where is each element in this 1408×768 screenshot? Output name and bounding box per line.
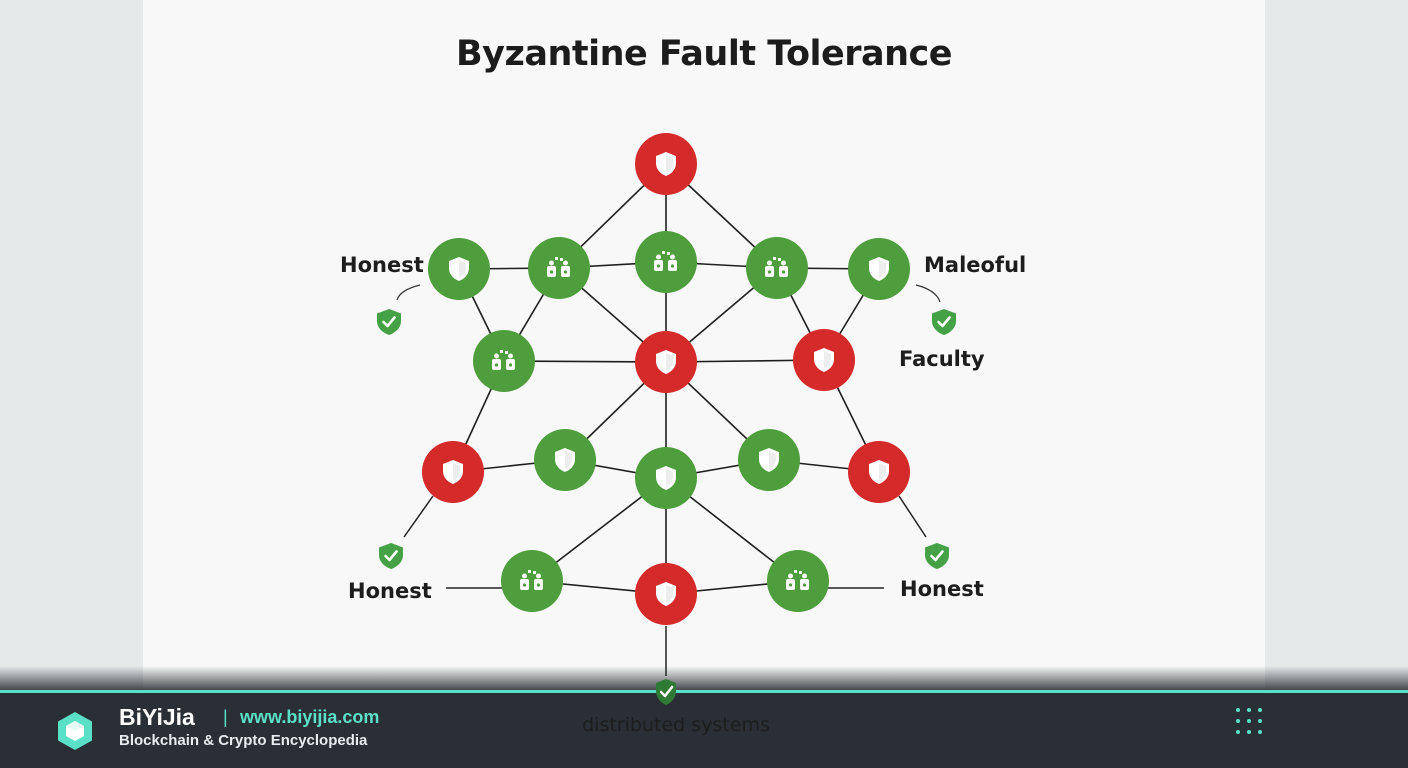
nodes-icon xyxy=(654,251,677,271)
connector-honest-bottom-right xyxy=(898,495,927,538)
footer-bar xyxy=(0,690,1408,768)
label-honest-top-left: Honest xyxy=(340,253,424,277)
node-r3b xyxy=(534,429,596,491)
connector-honest-bottom-left xyxy=(403,495,434,538)
node-r2a xyxy=(473,330,535,392)
node-r1d xyxy=(746,237,808,299)
shield-icon xyxy=(869,257,889,281)
node-r1a xyxy=(428,238,490,300)
connector-lines xyxy=(396,284,941,676)
shield-icon xyxy=(869,460,889,484)
node-top xyxy=(635,133,697,195)
shield-icon xyxy=(814,348,834,372)
footer-fade xyxy=(0,666,1408,690)
label-maleoful: Maleoful xyxy=(924,253,1027,277)
shield-icon xyxy=(656,152,676,176)
node-r1b xyxy=(528,237,590,299)
grid-menu-icon[interactable] xyxy=(1236,708,1266,738)
check-honest-top-icon xyxy=(377,309,401,335)
node-r3e xyxy=(848,441,910,503)
label-honest-bottom-left: Honest xyxy=(348,579,432,603)
check-honest-bottom-right-icon xyxy=(925,543,949,569)
check-maleoful-icon xyxy=(932,309,956,335)
biyijia-logo-icon xyxy=(58,712,92,750)
node-r1e xyxy=(848,238,910,300)
diagram-title: Byzantine Fault Tolerance xyxy=(455,34,953,74)
footer-accent-line xyxy=(0,690,1408,693)
shield-icon xyxy=(555,448,575,472)
connector-honest-top xyxy=(396,284,421,301)
shield-icon xyxy=(656,582,676,606)
shield-check-icon-bottom xyxy=(656,679,676,705)
brand-url-link[interactable]: www.biyijia.com xyxy=(240,707,380,727)
node-r3a xyxy=(422,441,484,503)
nodes-layer xyxy=(422,133,910,625)
node-r3d xyxy=(738,429,800,491)
node-center xyxy=(635,331,697,393)
label-faculty: Faculty xyxy=(899,347,985,371)
brand-tagline: Blockchain & Crypto Encyclopedia xyxy=(119,732,368,749)
brand-separator: | xyxy=(223,707,228,727)
shield-icon xyxy=(759,448,779,472)
nodes-icon xyxy=(786,570,809,590)
node-r4a xyxy=(501,550,563,612)
nodes-icon xyxy=(492,350,515,370)
shield-icon xyxy=(443,460,463,484)
diagram-canvas xyxy=(143,0,1265,768)
node-r4c xyxy=(767,550,829,612)
check-honest-bottom-left-icon xyxy=(379,543,403,569)
distributed-systems-label: distributed systems xyxy=(582,714,770,736)
brand-name: BiYiJia xyxy=(119,704,195,730)
shield-icon xyxy=(449,257,469,281)
connector-maleoful xyxy=(915,284,941,303)
shield-icon xyxy=(656,466,676,490)
nodes-icon xyxy=(765,257,788,277)
nodes-icon xyxy=(520,570,543,590)
check-badges xyxy=(377,309,956,569)
node-r4b xyxy=(635,563,697,625)
node-r2c xyxy=(793,329,855,391)
label-honest-bottom-right: Honest xyxy=(900,577,984,601)
node-r1c xyxy=(635,231,697,293)
shield-icon xyxy=(656,350,676,374)
node-r3c xyxy=(635,447,697,509)
nodes-icon xyxy=(547,257,570,277)
